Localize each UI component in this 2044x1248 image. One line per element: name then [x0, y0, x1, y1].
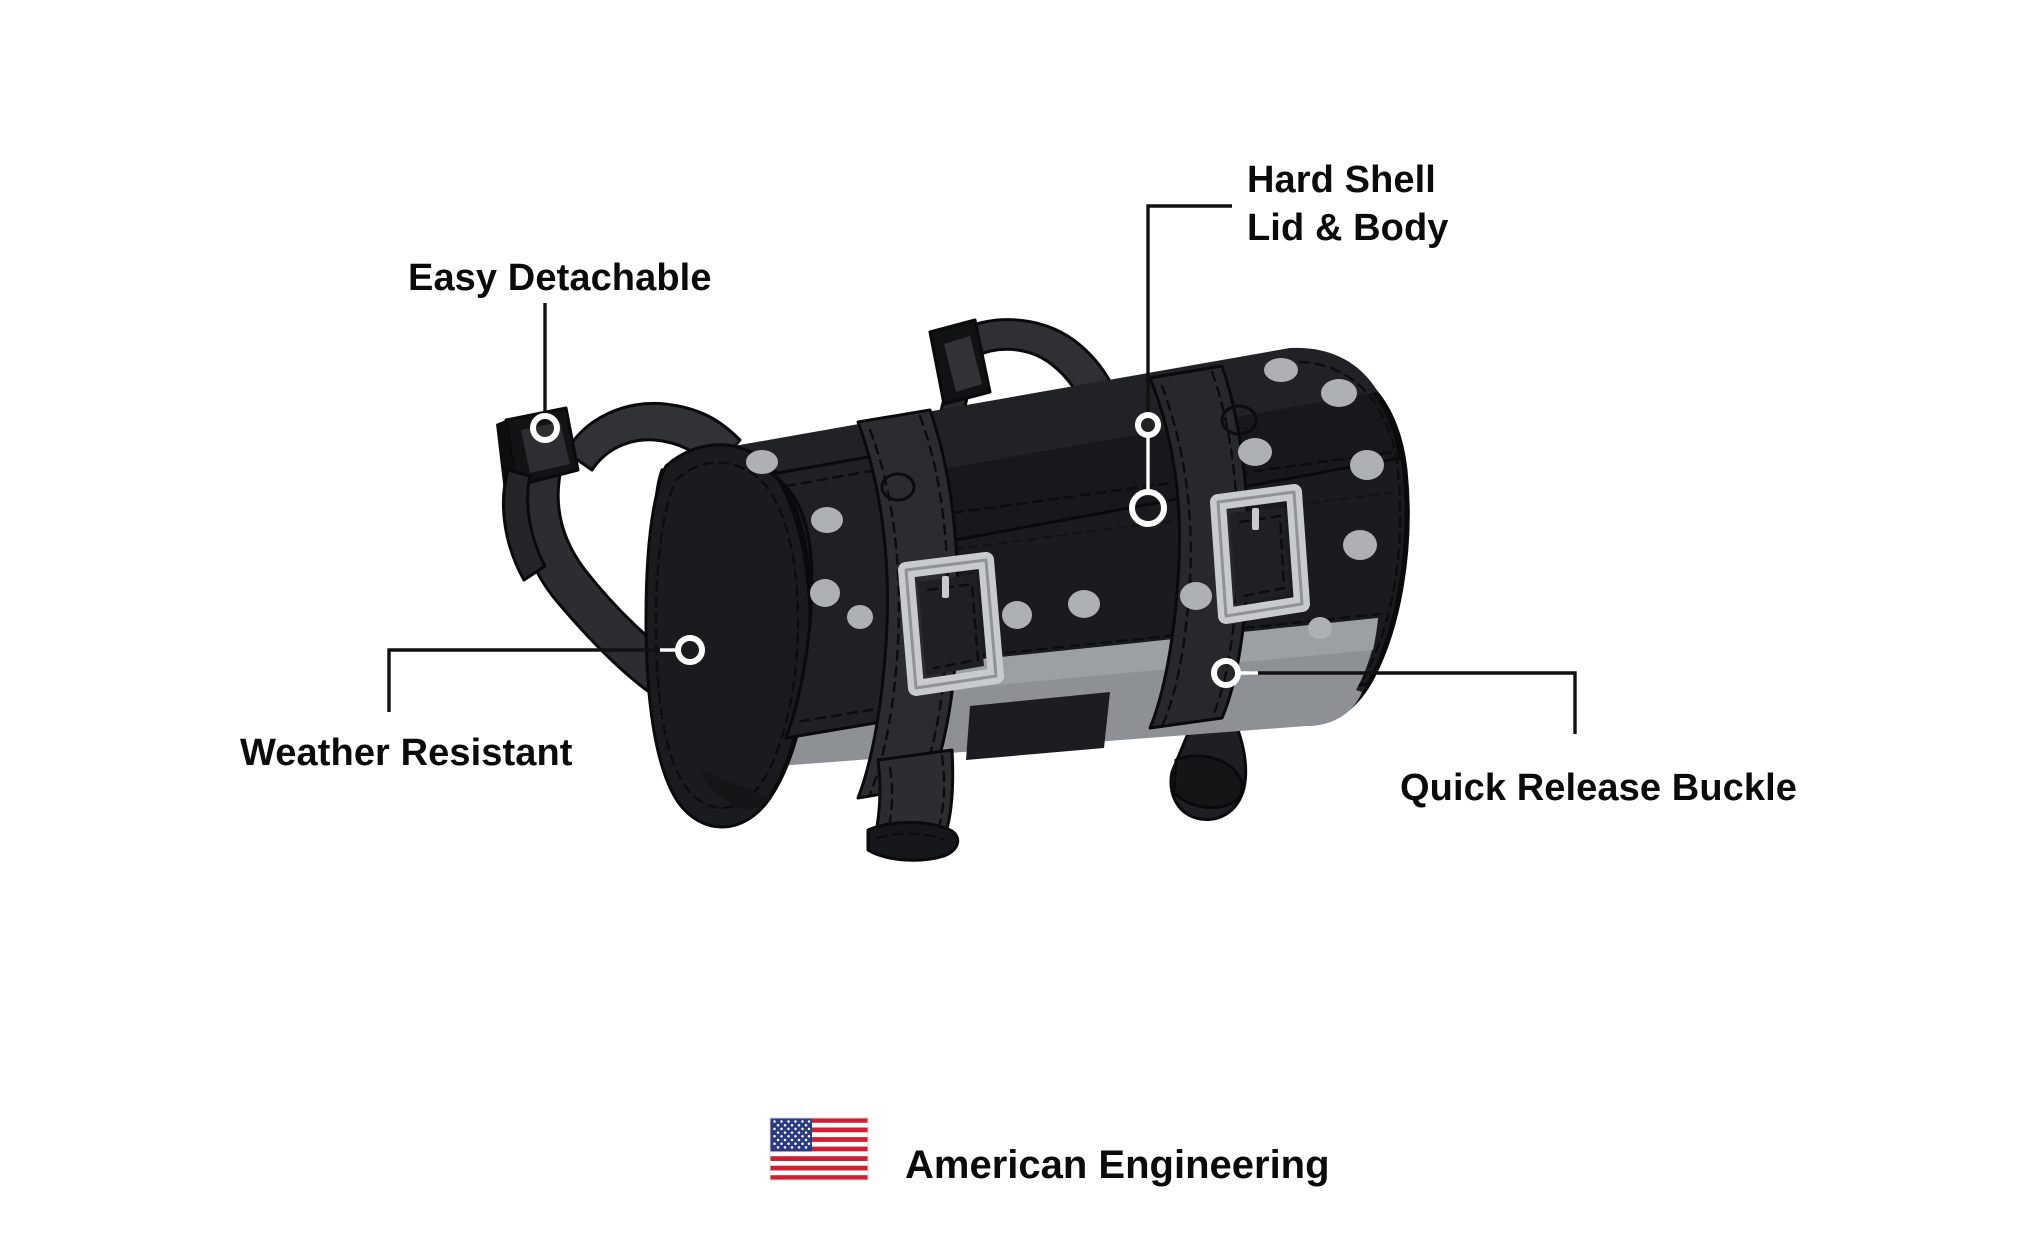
callout-easy-detachable	[530, 303, 560, 443]
strap-tail-front-stitch-r	[936, 754, 946, 832]
stud	[1002, 601, 1032, 629]
stud-set	[746, 358, 1384, 639]
reflective-strip-dark-patch	[966, 692, 1110, 760]
strap-front-stitch-left	[868, 428, 901, 796]
stud	[1343, 530, 1377, 560]
rivet-hole	[880, 472, 916, 502]
stud	[811, 507, 843, 533]
stud	[746, 450, 778, 474]
bag-end-cap-left-group	[644, 443, 814, 829]
strap-rear-stitch-left	[1160, 384, 1192, 728]
metal-buckle-front-frame-edge	[904, 558, 998, 690]
metal-buckle-rear-strap-inner	[1230, 506, 1290, 604]
stud	[1350, 450, 1384, 480]
marker-hard-shell-upper	[1135, 412, 1161, 438]
strap-loop-left-lower	[502, 468, 547, 582]
metal-buckle-rear	[1210, 484, 1310, 624]
callout-leader-lines	[387, 204, 1577, 734]
stud	[1264, 358, 1298, 382]
marker-weather-resistant	[675, 635, 705, 665]
marker-quick-release	[1211, 658, 1241, 688]
product-illustration	[496, 318, 1410, 862]
metal-buckle-rear-inner-stitch	[1238, 514, 1286, 598]
stud	[1308, 617, 1332, 639]
leader-line-weather-resistant	[387, 648, 668, 712]
flag-border	[769, 1117, 869, 1181]
stud	[810, 579, 840, 607]
callout-quick-release	[1211, 658, 1577, 734]
strap-tail-front-tip	[866, 821, 960, 862]
stud	[847, 605, 873, 629]
metal-buckle-rear-frame-edge	[1216, 490, 1304, 618]
end-cap-left-stitch	[654, 461, 800, 809]
footer-badge: American Engineering	[769, 1117, 1330, 1187]
stud	[1180, 582, 1212, 610]
stud	[1068, 590, 1100, 618]
rivet-hole	[1220, 404, 1258, 436]
callout-label-hard-shell-line2: Lid & Body	[1247, 207, 1449, 249]
callout-hard-shell	[1129, 204, 1232, 527]
leader-line-hard-shell	[1146, 204, 1232, 416]
stud	[1321, 379, 1357, 407]
stud	[1238, 438, 1272, 466]
callout-label-hard-shell-line1: Hard Shell	[1247, 159, 1436, 201]
flag-stripes	[770, 1118, 868, 1180]
callout-label-quick-release-buckle: Quick Release Buckle	[1400, 767, 1797, 809]
metal-buckle-front-tongue	[942, 576, 949, 598]
bag-bottom-left-shadow	[700, 770, 770, 810]
callout-weather-resistant	[387, 635, 705, 712]
leader-line-quick-release	[1250, 671, 1577, 734]
metal-buckle-rear-tongue	[1252, 508, 1259, 530]
strap-tail-front	[866, 748, 960, 862]
metal-buckle-front	[898, 552, 1004, 696]
metal-buckle-front-inner-stitch	[926, 582, 980, 670]
metal-buckle-front-strap-inner	[918, 574, 984, 676]
flag-canton	[770, 1118, 812, 1152]
clip-buckle-top	[928, 318, 992, 406]
callout-label-weather-resistant: Weather Resistant	[240, 732, 573, 774]
united-states-flag-icon	[769, 1117, 869, 1181]
callout-label-easy-detachable: Easy Detachable	[408, 257, 712, 299]
footer-badge-label: American Engineering	[905, 1143, 1330, 1187]
marker-easy-detachable	[530, 413, 560, 443]
end-cap-right-stitch	[1298, 360, 1402, 680]
clip-buckle-top-face	[944, 336, 982, 392]
flag-stars	[773, 1120, 811, 1149]
marker-hard-shell-lower	[1129, 489, 1167, 527]
strap-tail-rear-tip	[1172, 754, 1244, 810]
strap-tail-front-tip-stitch	[876, 832, 946, 842]
